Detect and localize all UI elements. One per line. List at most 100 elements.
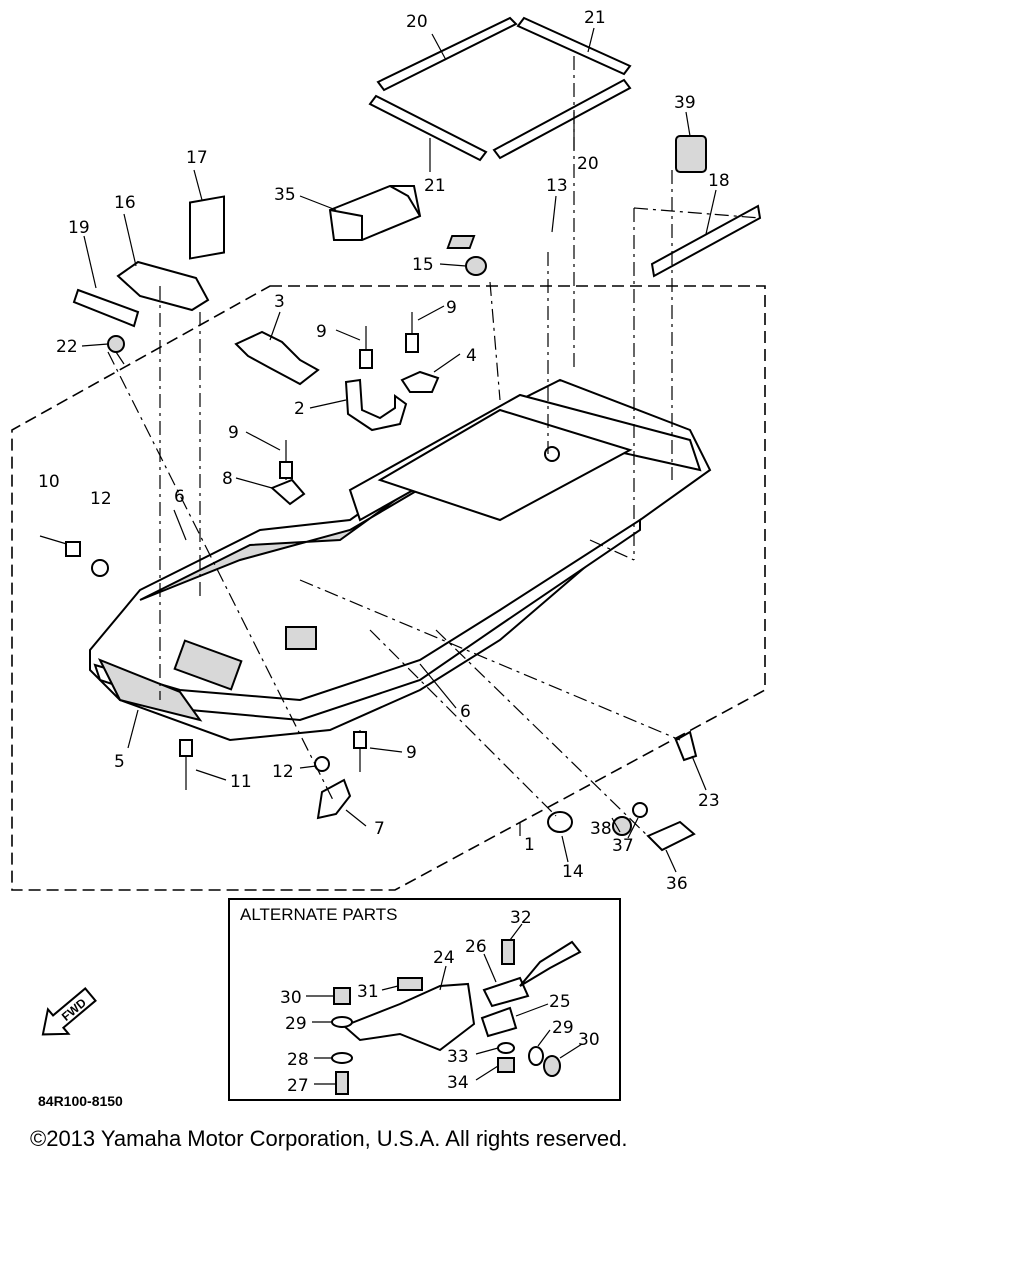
- part-30-nut-right: [543, 1055, 561, 1077]
- label-35: 35: [274, 185, 296, 205]
- part-24-bracket: [342, 982, 476, 1052]
- part-33-washer: [497, 1042, 515, 1054]
- part-29-washer-right: [528, 1046, 544, 1066]
- label-7: 7: [374, 819, 385, 839]
- part-31-bolt: [397, 977, 423, 991]
- label-30-left: 30: [280, 988, 302, 1008]
- part-29-washer-left: [331, 1016, 353, 1028]
- label-20-top: 20: [406, 12, 428, 32]
- part-25-plate: [480, 1006, 518, 1038]
- label-39: 39: [674, 93, 696, 113]
- label-18: 18: [708, 171, 730, 191]
- label-10: 10: [38, 472, 60, 492]
- label-5: 5: [114, 752, 125, 772]
- label-32: 32: [510, 908, 532, 928]
- label-38: 38: [590, 819, 612, 839]
- part-22-bolt: [107, 335, 125, 365]
- label-16: 16: [114, 193, 136, 213]
- part-8-clip: [270, 478, 306, 506]
- part-12-grommet-left: [91, 559, 109, 577]
- label-12-left: 12: [90, 489, 112, 509]
- part-18-strip: [650, 204, 762, 278]
- part-36-reflector: [646, 820, 696, 852]
- label-17: 17: [186, 148, 208, 168]
- rail-20-top: [376, 16, 518, 92]
- part-26-strap: [519, 940, 582, 987]
- label-31: 31: [357, 982, 379, 1002]
- label-11: 11: [230, 772, 252, 792]
- label-2: 2: [294, 399, 305, 419]
- part-34-nut: [497, 1057, 515, 1073]
- part-16-cover: [116, 260, 210, 312]
- part-23-clip: [674, 730, 698, 762]
- part-39-badge: [675, 135, 707, 173]
- label-21-top: 21: [584, 8, 606, 28]
- label-15: 15: [412, 255, 434, 275]
- seat-rails-group: [368, 16, 632, 162]
- part-10-rivet: [39, 535, 81, 557]
- label-23: 23: [698, 791, 720, 811]
- part-35-battery: [328, 185, 422, 241]
- part-30-nut-left: [333, 987, 351, 1005]
- part-26-shaft: [482, 976, 530, 1008]
- label-3: 3: [274, 292, 285, 312]
- label-13: 13: [546, 176, 568, 196]
- label-26: 26: [465, 937, 487, 957]
- label-24: 24: [433, 948, 455, 968]
- part-38-nut: [612, 816, 632, 836]
- alternate-parts-box: ALTERNATE PARTS 30 29 28 27 31 24: [228, 898, 621, 1101]
- label-34: 34: [447, 1073, 469, 1093]
- rail-20-bottom: [492, 78, 632, 160]
- leader-lines: [81, 27, 761, 873]
- part-15-grommet: [465, 256, 487, 276]
- fwd-arrow-icon: FWD: [41, 987, 97, 1036]
- part-27-bolt: [335, 1071, 349, 1095]
- part-14-cap: [547, 811, 573, 833]
- rivets-9: [279, 312, 419, 772]
- part-13-pad: [446, 235, 476, 249]
- part-2-bracket: [344, 378, 408, 432]
- label-6-left: 6: [174, 487, 185, 507]
- drawing-code: 84R100-8150: [38, 1093, 123, 1109]
- alternate-parts-title: ALTERNATE PARTS: [240, 905, 397, 924]
- label-1: 1: [524, 835, 535, 855]
- label-8: 8: [222, 469, 233, 489]
- label-19: 19: [68, 218, 90, 238]
- label-33: 33: [447, 1047, 469, 1067]
- label-12-right: 12: [272, 762, 294, 782]
- part-3-bracket: [234, 330, 320, 386]
- label-9-a: 9: [316, 322, 327, 342]
- label-37: 37: [612, 836, 634, 856]
- label-28: 28: [287, 1050, 309, 1070]
- part-37-washer: [632, 802, 648, 818]
- label-9-d: 9: [406, 743, 417, 763]
- label-29-right: 29: [552, 1018, 574, 1038]
- part-11-rivet: [179, 739, 193, 790]
- label-25: 25: [549, 992, 571, 1012]
- part-7-hook: [316, 778, 352, 820]
- label-6-right: 6: [460, 702, 471, 722]
- part-17-plate: [189, 195, 225, 260]
- label-36: 36: [666, 874, 688, 894]
- part-4-clip: [400, 370, 440, 393]
- label-29-left: 29: [285, 1014, 307, 1034]
- label-9-b: 9: [446, 298, 457, 318]
- label-21-bottom: 21: [424, 176, 446, 196]
- assembly-boundary: [11, 285, 766, 891]
- part-28-washer: [331, 1052, 353, 1064]
- rail-21-bottom: [368, 94, 488, 162]
- rail-21-top: [516, 16, 632, 76]
- part-19-strip: [72, 288, 140, 328]
- part-5-trim: [97, 658, 203, 722]
- label-20-right: 20: [577, 154, 599, 174]
- label-27: 27: [287, 1076, 309, 1096]
- copyright-notice: ©2013 Yamaha Motor Corporation, U.S.A. A…: [30, 1126, 628, 1151]
- label-22: 22: [56, 337, 78, 357]
- hull-body: [89, 378, 712, 742]
- label-30-right: 30: [578, 1030, 600, 1050]
- part-32-bolt: [501, 939, 515, 965]
- label-4: 4: [466, 346, 477, 366]
- label-9-c: 9: [228, 423, 239, 443]
- label-14: 14: [562, 862, 584, 882]
